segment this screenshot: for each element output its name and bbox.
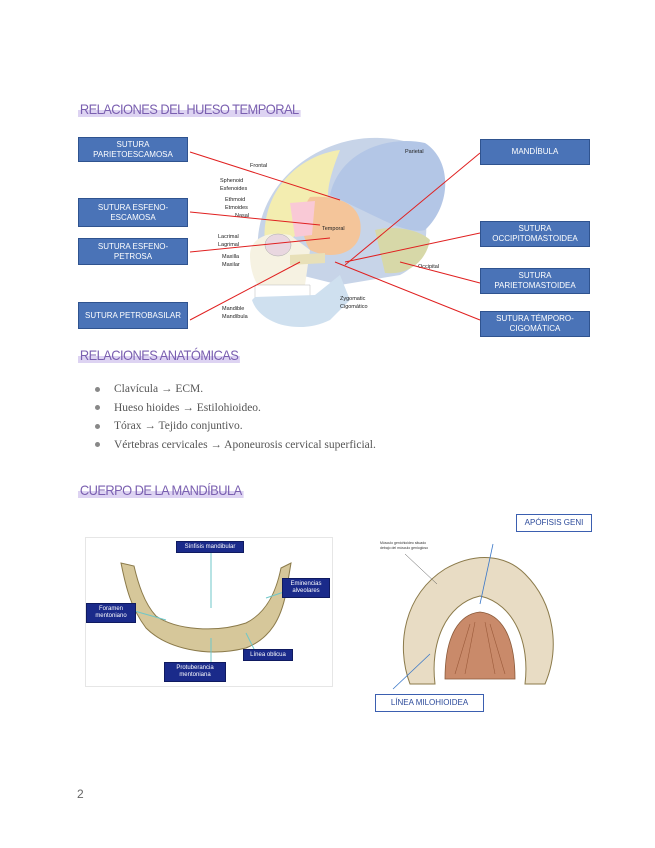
label-sutura-parietomastoidea: SUTURA PARIETOMASTOIDEA [480,268,590,294]
skull-label-temporal: Temporal [322,226,345,232]
skull-label-sphenoid: Sphenoid [220,178,243,184]
label-protuberancia-mentoniana: Protuberancia mentoniana [164,662,226,682]
label-eminencias-alveolares: Eminencias alveolares [282,578,330,598]
label-sutura-occipitomastoidea: SUTURA OCCIPITOMASTOIDEA [480,221,590,247]
list-item: Vértebras cervicales → Aponeurosis cervi… [95,436,376,455]
skull-label-mandible: Mandible [222,306,244,312]
label-apofisis-geni: APÓFISIS GENI [516,514,592,532]
label-foramen-mentoniano: Foramen mentoniano [86,603,136,623]
skull-label-esfenoides: Esfenoides [220,186,247,192]
label-sutura-temporo-cigomatica: SUTURA TÉMPORO-CIGOMÁTICA [480,311,590,337]
skull-label-zygomatic: Zygomatic [340,296,366,302]
caption-line-1: Músculo geniohioideo situado [380,541,426,545]
mandible-front-image: Sínfisis mandibular Eminencias alveolare… [85,537,333,687]
skull-label-occipital: Occipital [418,264,439,270]
mandible-inner-image: Músculo geniohioideo situado debajo del … [375,534,585,690]
list-item: Tórax → Tejido conjuntivo. [95,417,376,436]
bullet-icon [95,386,100,392]
label-sutura-parietoescamosa: SUTURA PARIETOESCAMOSA [78,137,188,162]
label-mandibula: MANDÍBULA [480,139,590,165]
leader-lines [189,151,481,321]
skull-label-maxilar: Maxilar [222,262,240,268]
skull-label-frontal: Frontal [250,163,267,169]
bullet-icon [95,423,100,429]
heading-mandible-body: CUERPO DE LA MANDÍBULA [78,482,244,498]
skull-label-nasal: Nasal [235,213,249,219]
skull-label-parietal: Parietal [405,149,424,155]
anatomical-relations-list: Clavícula → ECM. Hueso hioides → Estiloh… [95,380,376,454]
list-item: Clavícula → ECM. [95,380,376,399]
list-item: Hueso hioides → Estilohioideo. [95,399,376,418]
skull-label-lacrimal: Lacrimal [218,234,239,240]
label-sutura-esfeno-escamosa: SUTURA ESFENO-ESCAMOSA [78,198,188,227]
heading-temporal-relations: RELACIONES DEL HUESO TEMPORAL [78,101,301,117]
label-sutura-esfeno-petrosa: SUTURA ESFENO-PETROSA [78,238,188,265]
label-sutura-petrobasilar: SUTURA PETROBASILAR [78,302,188,329]
skull-illustration: Frontal Sphenoid Esfenoides Ethmoid Etmo… [218,137,446,328]
skull-label-cigomatico: Cigomático [340,304,368,310]
label-sinfisis-mandibular: Sínfisis mandibular [176,541,244,553]
page-number: 2 [77,787,84,801]
skull-label-etmoides: Etmoides [225,205,248,211]
heading-anatomical-relations: RELACIONES ANATÓMICAS [78,347,241,363]
mandible-inner-drawing: Músculo geniohioideo situado debajo del … [380,541,554,690]
skull-label-maxilla: Maxilla [222,254,240,260]
bullet-icon [95,405,100,411]
label-linea-milohioidea: LÍNEA MILOHIOIDEA [375,694,484,712]
skull-label-lagrimal: Lagrimal [218,242,239,248]
skull-label-ethmoid: Ethmoid [225,197,245,203]
caption-line-2: debajo del músculo geniogloso [380,546,428,550]
bullet-icon [95,442,100,448]
skull-label-mandibula: Mandíbula [222,314,249,320]
label-linea-oblicua: Línea oblicua [243,649,293,661]
